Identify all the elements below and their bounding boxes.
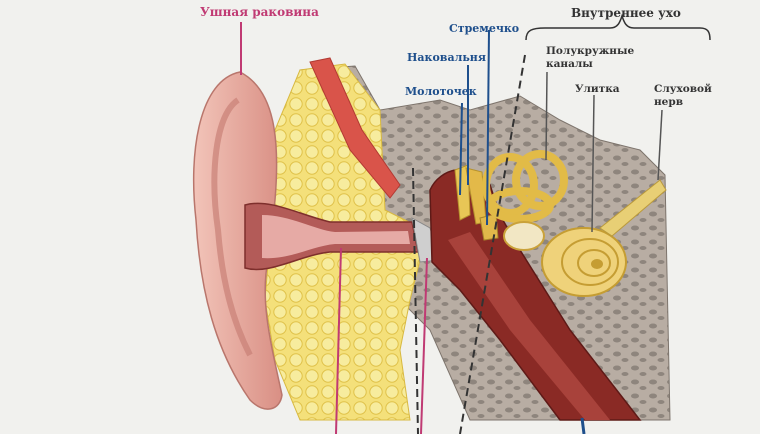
semicircular-canals-label-line2: каналы <box>546 58 593 70</box>
cochlea <box>542 228 626 296</box>
auditory-nerve-label-line1: Слуховой <box>654 83 712 95</box>
semicircular-canals-label-line1: Полукружные <box>546 45 635 57</box>
incus-label: Наковальня <box>407 51 486 64</box>
stapes-label: Стремечко <box>449 22 519 35</box>
auditory-nerve-label-line2: нерв <box>654 96 683 108</box>
malleus-label: Молоточек <box>405 85 477 98</box>
cochlea-label: Улитка <box>575 83 620 95</box>
auricle-label: Ушная раковина <box>200 5 319 19</box>
inner-ear-label: Внутреннее ухо <box>571 6 681 20</box>
vestibule <box>504 222 544 250</box>
